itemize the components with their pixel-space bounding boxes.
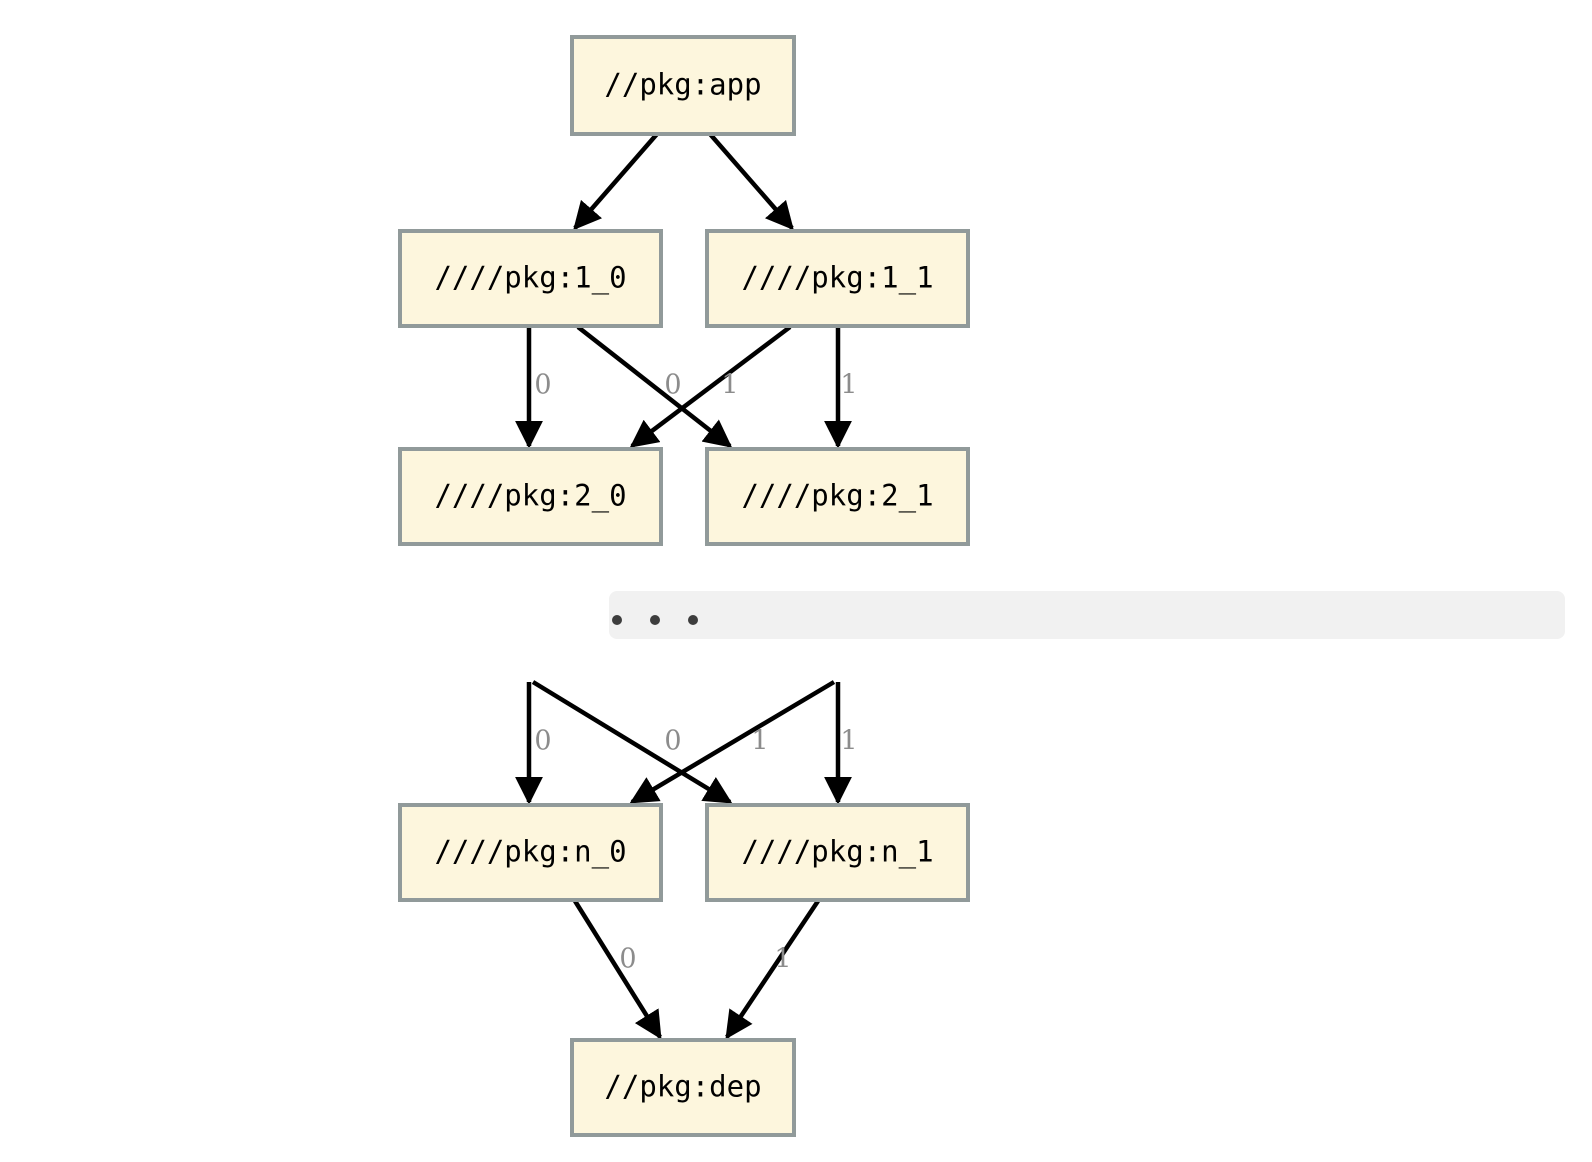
graph-node-n2_0[interactable]: ////pkg:2_0 [398,447,663,546]
graph-node-app[interactable]: //pkg:app [570,35,796,136]
graph-edge [708,132,794,231]
nodes-layer: //pkg:app ////pkg:1_0 ////pkg:1_1 ////pkg:2… [398,35,970,1137]
graph-edge: 0 [531,680,733,804]
edge-label: 0 [619,944,636,975]
node-label: //pkg:dep [604,1070,761,1104]
node-box[interactable] [705,447,970,546]
ellipsis-dot [612,615,622,625]
edge-line [531,680,733,804]
graph-edge: 1 [725,899,820,1040]
ellipsis-band [609,591,1565,639]
node-box[interactable] [570,1038,796,1137]
node-label: //pkg:app [604,68,761,102]
graph-node-nn_1[interactable]: ////pkg:n_1 [705,803,970,902]
node-box[interactable] [398,803,663,902]
graph-edge: 1 [629,680,836,804]
edge-label: 1 [840,726,857,757]
node-label: ////pkg:1_0 [434,261,626,296]
edge-label: 0 [664,370,681,401]
edge-label: 0 [534,726,551,757]
node-box[interactable] [398,447,663,546]
edge-line [576,325,733,448]
edge-line [573,132,659,231]
ellipsis-separator [609,591,1565,639]
node-label: ////pkg:n_1 [741,835,933,870]
edge-line [629,325,792,448]
node-label: ////pkg:1_1 [741,261,933,296]
graph-edge: 1 [824,327,858,449]
node-box[interactable] [398,229,663,328]
node-label: ////pkg:2_1 [741,479,933,514]
edge-line [708,132,794,231]
edge-label: 0 [664,726,681,757]
graph-edge: 0 [515,327,552,449]
graph-edge: 0 [515,682,552,805]
edge-label: 0 [534,370,551,401]
node-label: ////pkg:n_0 [434,835,626,870]
graph-edge: 0 [576,325,733,448]
node-box[interactable] [705,803,970,902]
graph-edge: 1 [824,682,858,805]
graph-edge: 0 [573,899,662,1040]
graph-node-nn_0[interactable]: ////pkg:n_0 [398,803,663,902]
graph-edge [573,132,659,231]
edges-layer: 0 0 1 1 0 0 1 1 0 1 [515,132,858,1040]
edge-label: 1 [721,370,738,401]
ellipsis-dot [688,615,698,625]
edge-line [725,899,820,1040]
graph-edge: 1 [629,325,792,448]
node-box[interactable] [705,229,970,328]
graph-node-dep[interactable]: //pkg:dep [570,1038,796,1137]
edge-label: 1 [840,370,857,401]
graph-node-n1_0[interactable]: ////pkg:1_0 [398,229,663,328]
edge-line [573,899,662,1040]
node-label: ////pkg:2_0 [434,479,626,514]
graph-node-n2_1[interactable]: ////pkg:2_1 [705,447,970,546]
node-box[interactable] [570,35,796,136]
edge-label: 1 [751,726,768,757]
edge-line [629,680,836,804]
edge-label: 1 [774,944,791,975]
ellipsis-dot [650,615,660,625]
graph-node-n1_1[interactable]: ////pkg:1_1 [705,229,970,328]
